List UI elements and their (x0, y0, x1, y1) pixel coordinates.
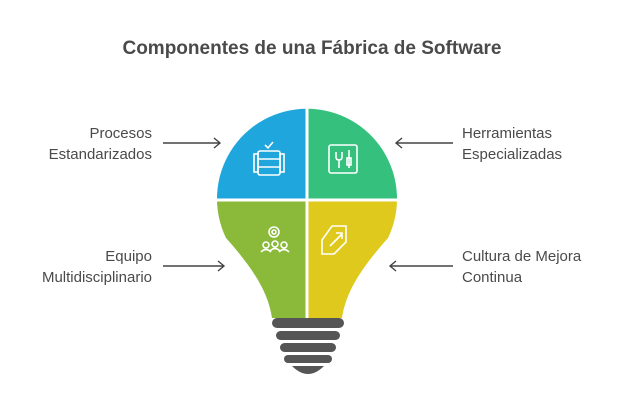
label-line: Continua (462, 269, 523, 286)
label-line: Herramientas (462, 125, 553, 142)
label-line: Cultura de Mejora (462, 248, 582, 265)
label-line: Especializadas (462, 146, 563, 163)
team-gear-icon (260, 226, 290, 253)
improvement-arrow-icon (321, 225, 347, 255)
bulb-base (272, 318, 344, 374)
label-line: Estandarizados (48, 146, 152, 163)
label-line: Procesos (89, 125, 152, 142)
diagram-title: Componentes de una Fábrica de Software (122, 38, 502, 59)
quadrant-procesos (217, 108, 307, 200)
tools-icon (328, 144, 358, 174)
database-check-icon (253, 141, 285, 176)
label-line: Multidisciplinario (41, 269, 152, 286)
quadrant-cultura (307, 200, 397, 318)
label-line: Equipo (105, 248, 152, 265)
arrows (163, 137, 453, 272)
quadrant-equipo (217, 200, 307, 318)
